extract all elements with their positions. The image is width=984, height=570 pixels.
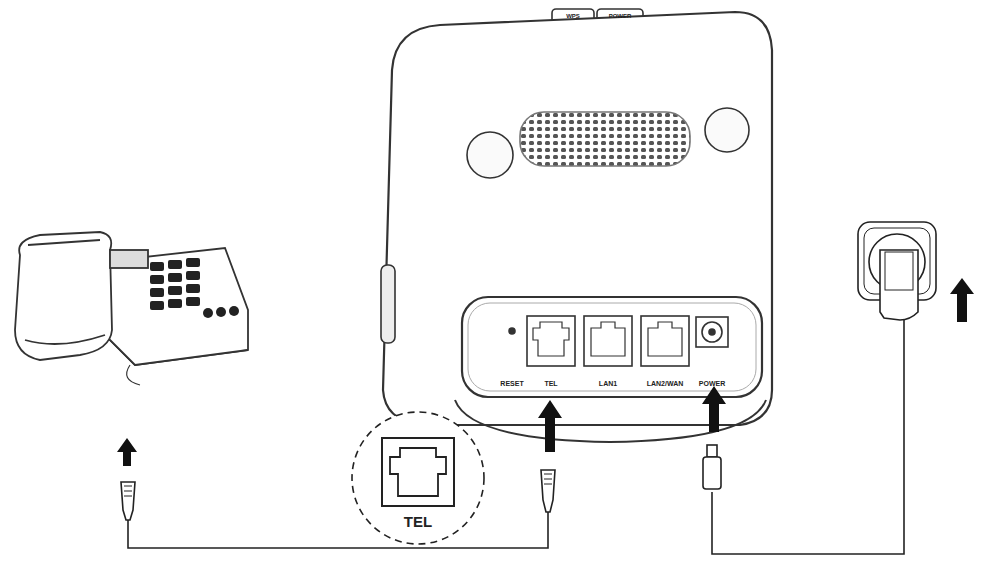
port-callout-label: TEL <box>404 514 432 529</box>
arrows <box>117 278 974 466</box>
port-label: LAN2/WAN <box>647 380 684 387</box>
port-label: WPS <box>566 13 580 19</box>
router <box>381 9 772 442</box>
port-label: TEL <box>544 380 557 387</box>
telephone <box>15 232 248 385</box>
power-cable <box>703 222 936 554</box>
port-label: POWER <box>609 13 632 19</box>
port-label: LAN1 <box>599 380 617 387</box>
tel-zoom <box>352 412 484 544</box>
port-label: RESET <box>500 380 523 387</box>
port-label: POWER <box>699 380 725 387</box>
phone-cable <box>121 470 555 548</box>
